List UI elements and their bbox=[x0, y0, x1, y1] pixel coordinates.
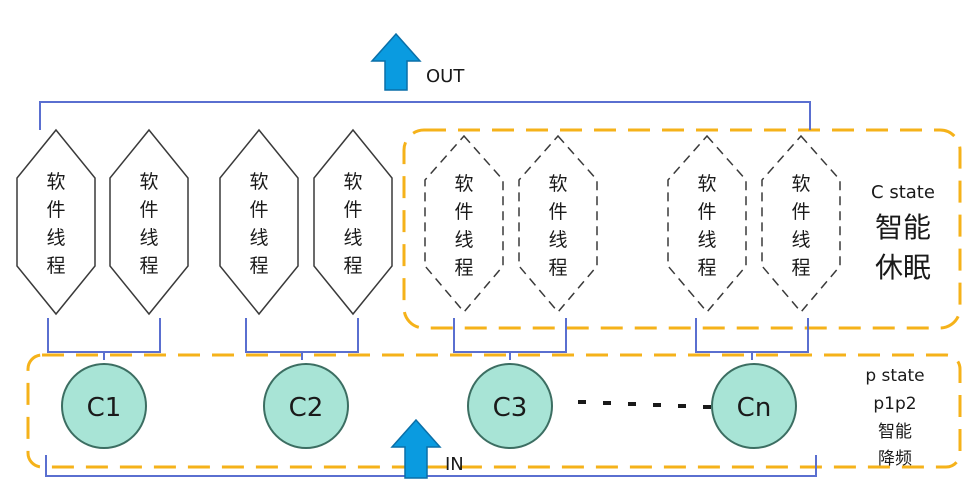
core-3-thread-bracket bbox=[453, 318, 567, 360]
core-n-thread-bracket bbox=[695, 318, 809, 360]
thread-char: 线 bbox=[454, 229, 473, 251]
thread-5: 软 件 线 程 bbox=[424, 134, 504, 314]
thread-hexagon bbox=[667, 134, 747, 314]
thread-char: 软 bbox=[139, 171, 158, 193]
p-state-line-2: p1p2 bbox=[873, 394, 916, 414]
p-state-box bbox=[26, 353, 962, 469]
out-arrow-icon bbox=[370, 32, 422, 91]
c-state-line-3: 休眠 bbox=[875, 251, 931, 284]
p-state-line-4: 降频 bbox=[878, 449, 912, 469]
core-label: C2 bbox=[289, 393, 324, 423]
c-state-title: C state bbox=[871, 182, 935, 203]
thread-hexagon bbox=[313, 128, 393, 316]
core-2-thread-bracket bbox=[245, 318, 359, 360]
threads-layer: 软 件 线 程 软 件 线 程 软 件 线 程 软 件 线 程 软 bbox=[16, 128, 841, 316]
thread-char: 件 bbox=[46, 199, 65, 221]
core-label: C3 bbox=[493, 393, 528, 423]
core-circle bbox=[61, 363, 147, 449]
thread-char: 软 bbox=[249, 171, 268, 193]
thread-char: 件 bbox=[343, 199, 362, 221]
core-c1: C1 bbox=[61, 363, 147, 449]
thread-hexagon bbox=[424, 134, 504, 314]
core-circle bbox=[711, 363, 797, 449]
p-state-line-3: 智能 bbox=[878, 422, 912, 442]
thread-char: 软 bbox=[791, 173, 810, 195]
core-c3: C3 bbox=[467, 363, 553, 449]
thread-char: 线 bbox=[697, 229, 716, 251]
thread-char: 程 bbox=[249, 255, 268, 277]
core-cn: Cn bbox=[711, 363, 797, 449]
thread-3: 软 件 线 程 bbox=[219, 128, 299, 316]
thread-7: 软 件 线 程 bbox=[667, 134, 747, 314]
thread-char: 程 bbox=[139, 255, 158, 277]
thread-char: 程 bbox=[343, 255, 362, 277]
thread-8: 软 件 线 程 bbox=[761, 134, 841, 314]
thread-6: 软 件 线 程 bbox=[518, 134, 598, 314]
core-1-thread-bracket bbox=[47, 318, 161, 360]
thread-char: 线 bbox=[249, 227, 268, 249]
thread-char: 程 bbox=[548, 257, 567, 279]
thread-1: 软 件 线 程 bbox=[16, 128, 96, 316]
in-arrow-icon bbox=[390, 418, 442, 479]
core-label: Cn bbox=[737, 393, 772, 423]
thread-char: 软 bbox=[454, 173, 473, 195]
thread-hexagon bbox=[219, 128, 299, 316]
thread-2: 软 件 线 程 bbox=[109, 128, 189, 316]
output-bracket bbox=[39, 101, 811, 130]
thread-char: 线 bbox=[548, 229, 567, 251]
thread-hexagon bbox=[518, 134, 598, 314]
thread-char: 件 bbox=[249, 199, 268, 221]
p-state-title: p state bbox=[865, 366, 924, 386]
thread-char: 件 bbox=[548, 201, 567, 223]
thread-char: 程 bbox=[46, 255, 65, 277]
thread-char: 程 bbox=[791, 257, 810, 279]
thread-hexagon bbox=[16, 128, 96, 316]
ellipsis-dashes bbox=[578, 400, 711, 409]
thread-hexagon bbox=[761, 134, 841, 314]
thread-char: 软 bbox=[343, 171, 362, 193]
core-circle bbox=[263, 363, 349, 449]
thread-char: 件 bbox=[697, 201, 716, 223]
thread-char: 程 bbox=[454, 257, 473, 279]
c-state-line-2: 智能 bbox=[875, 211, 931, 244]
c-state-box bbox=[402, 128, 962, 330]
core-c2: C2 bbox=[263, 363, 349, 449]
thread-char: 软 bbox=[697, 173, 716, 195]
thread-char: 件 bbox=[791, 201, 810, 223]
thread-char: 软 bbox=[548, 173, 567, 195]
thread-char: 线 bbox=[139, 227, 158, 249]
thread-char: 软 bbox=[46, 171, 65, 193]
core-label: C1 bbox=[87, 393, 122, 423]
input-bracket bbox=[45, 455, 817, 477]
thread-char: 件 bbox=[139, 199, 158, 221]
in-label: IN bbox=[445, 454, 464, 475]
thread-char: 程 bbox=[697, 257, 716, 279]
thread-hexagon bbox=[109, 128, 189, 316]
thread-4: 软 件 线 程 bbox=[313, 128, 393, 316]
thread-char: 线 bbox=[46, 227, 65, 249]
thread-char: 线 bbox=[343, 227, 362, 249]
thread-char: 件 bbox=[454, 201, 473, 223]
out-label: OUT bbox=[426, 66, 465, 87]
thread-char: 线 bbox=[791, 229, 810, 251]
core-circle bbox=[467, 363, 553, 449]
